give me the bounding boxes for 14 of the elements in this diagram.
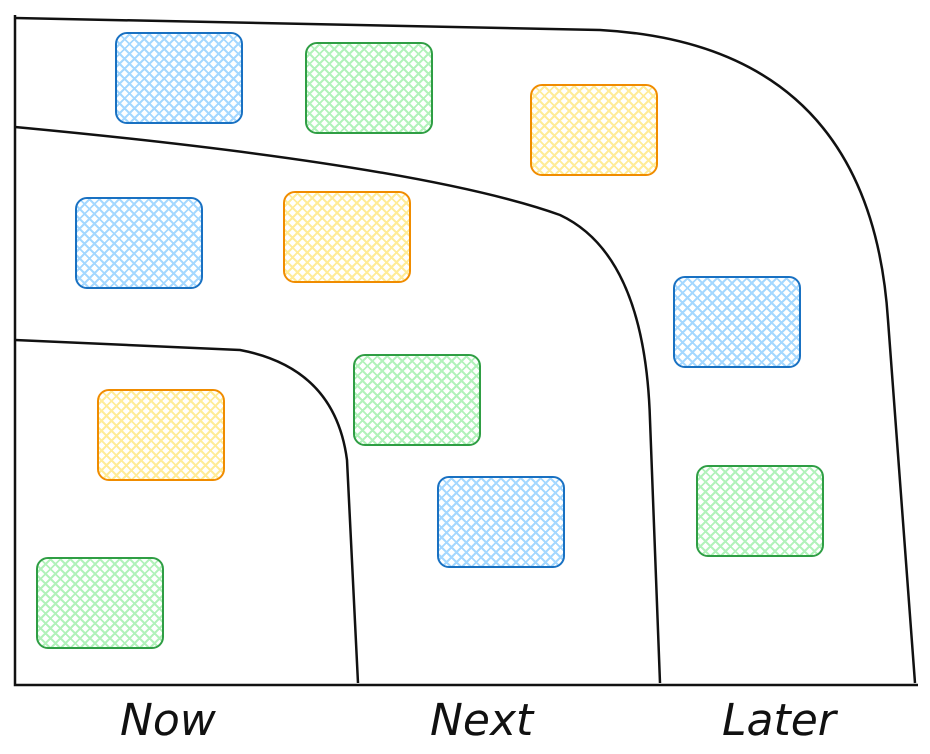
roadmap-card bbox=[115, 32, 243, 124]
axis-label: Now bbox=[120, 695, 216, 746]
axis-label: Later bbox=[722, 695, 836, 746]
roadmap-card bbox=[75, 197, 203, 289]
roadmap-card bbox=[673, 276, 801, 368]
roadmap-card bbox=[530, 84, 658, 176]
axis-label: Next bbox=[430, 695, 534, 746]
roadmap-card bbox=[353, 354, 481, 446]
roadmap-card bbox=[305, 42, 433, 134]
roadmap-card bbox=[437, 476, 565, 568]
roadmap-card bbox=[97, 389, 225, 481]
roadmap-card bbox=[283, 191, 411, 283]
roadmap-card bbox=[36, 557, 164, 649]
roadmap-card bbox=[696, 465, 824, 557]
